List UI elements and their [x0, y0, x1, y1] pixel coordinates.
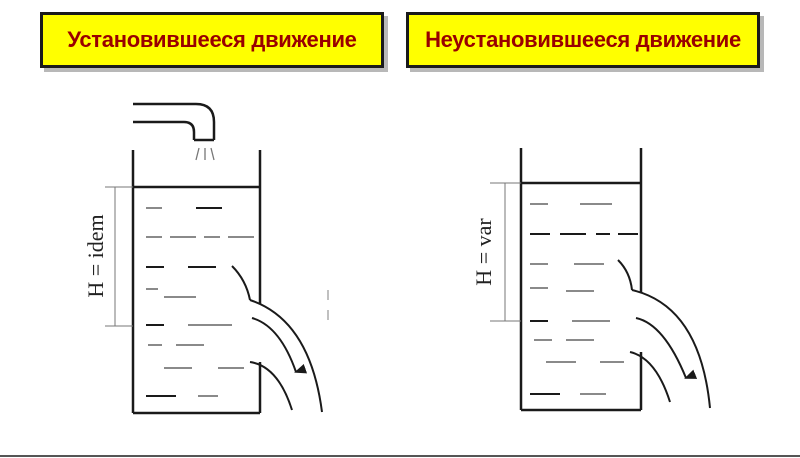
height-dimension	[105, 186, 133, 327]
water-drops	[195, 147, 215, 161]
title-steady-flow-text: Установившееся движение	[67, 27, 357, 52]
tank-walls	[131, 150, 262, 415]
title-steady-flow: Установившееся движение	[40, 12, 384, 68]
inlet-pipe	[133, 102, 216, 142]
water-dashes	[530, 203, 638, 395]
title-unsteady-flow: Неустановившееся движение	[406, 12, 760, 68]
steady-tank	[105, 102, 329, 415]
outflow-jet	[617, 259, 711, 409]
height-dimension	[490, 182, 521, 322]
water-dashes	[146, 207, 254, 397]
tank-walls	[519, 148, 643, 412]
outflow-jet	[231, 265, 323, 413]
label-h-var: H = var	[471, 218, 496, 286]
label-h-idem: H = idem	[83, 214, 108, 297]
title-unsteady-flow-text: Неустановившееся движение	[425, 27, 741, 52]
unsteady-tank	[490, 148, 711, 412]
